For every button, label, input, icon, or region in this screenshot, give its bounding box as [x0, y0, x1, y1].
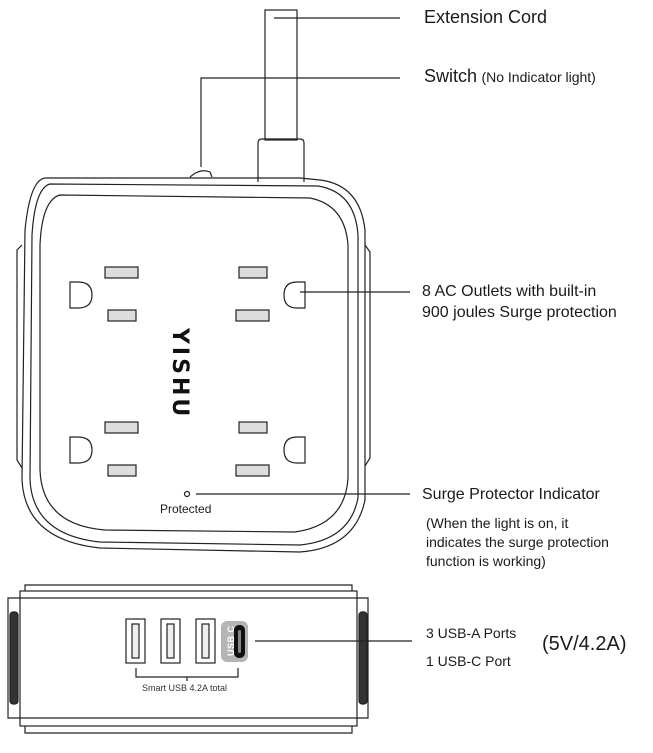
switch-callout-title: Switch	[424, 66, 478, 86]
outlet-4-slot-bottom	[235, 464, 270, 477]
device-body-mid	[29, 183, 359, 546]
outlet-1-slot-top	[104, 266, 139, 279]
device-body-outer	[21, 177, 366, 553]
outlet-4-ground	[283, 436, 306, 464]
usb-c-port-label: USB C	[226, 625, 236, 656]
ac-outlets-line1: 8 AC Outlets with built-in	[422, 283, 597, 300]
surge-indicator-light	[183, 490, 191, 498]
outlet-3-slot-top	[104, 421, 139, 434]
usb-total-label: Smart USB 4.2A total	[142, 683, 228, 693]
side-view-right-cap	[357, 597, 369, 719]
surge-note-line3: function is working)	[426, 553, 546, 569]
brand-logo: YISHU	[167, 328, 192, 420]
switch-callout: Switch (No Indicator light)	[424, 66, 596, 87]
side-view-bottom-cap	[24, 726, 353, 734]
outlet-2-ground	[283, 281, 306, 309]
outlet-3-slot-bottom	[107, 464, 137, 477]
ac-outlets-line2: 900 joules Surge protection	[422, 304, 617, 321]
usb-c-callout: 1 USB-C Port	[426, 653, 511, 669]
outlet-4-slot-top	[238, 421, 268, 434]
switch-bump	[189, 170, 213, 178]
right-grip-side	[358, 611, 368, 705]
side-view-body	[19, 590, 358, 727]
usb-total-bracket	[135, 668, 239, 678]
usb-a-port-1	[125, 618, 146, 664]
outlet-1-slot-bottom	[107, 309, 137, 322]
left-grip	[16, 244, 23, 469]
surge-note-line2: indicates the surge protection	[426, 534, 609, 550]
extension-cord	[264, 9, 298, 141]
device-face	[39, 194, 349, 533]
switch-leader	[200, 77, 400, 167]
outlet-2-slot-top	[238, 266, 268, 279]
left-grip-side	[9, 611, 19, 705]
surge-indicator-note: (When the light is on, it indicates the …	[426, 514, 609, 571]
outlet-1-ground	[69, 281, 93, 309]
outlet-3-ground	[69, 436, 93, 464]
usb-a-callout: 3 USB-A Ports	[426, 625, 517, 641]
usb-spec-callout: (5V/4.2A)	[542, 633, 627, 655]
usb-a-port-2	[160, 618, 181, 664]
cord-strain-relief	[257, 138, 305, 182]
switch-callout-note: (No Indicator light)	[481, 69, 596, 85]
usb-a-port-3	[195, 618, 216, 664]
extension-cord-callout: Extension Cord	[424, 7, 548, 27]
surge-note-line1: (When the light is on, it	[426, 515, 569, 531]
side-view-top-cap	[24, 584, 353, 591]
side-view-left-cap	[7, 597, 20, 719]
ac-outlets-callout: 8 AC Outlets with built-in 900 joules Su…	[422, 281, 617, 323]
outlet-2-slot-bottom	[235, 309, 270, 322]
indicator-label: Protected	[160, 502, 212, 516]
surge-indicator-callout: Surge Protector Indicator	[422, 486, 600, 503]
right-grip	[364, 244, 371, 467]
